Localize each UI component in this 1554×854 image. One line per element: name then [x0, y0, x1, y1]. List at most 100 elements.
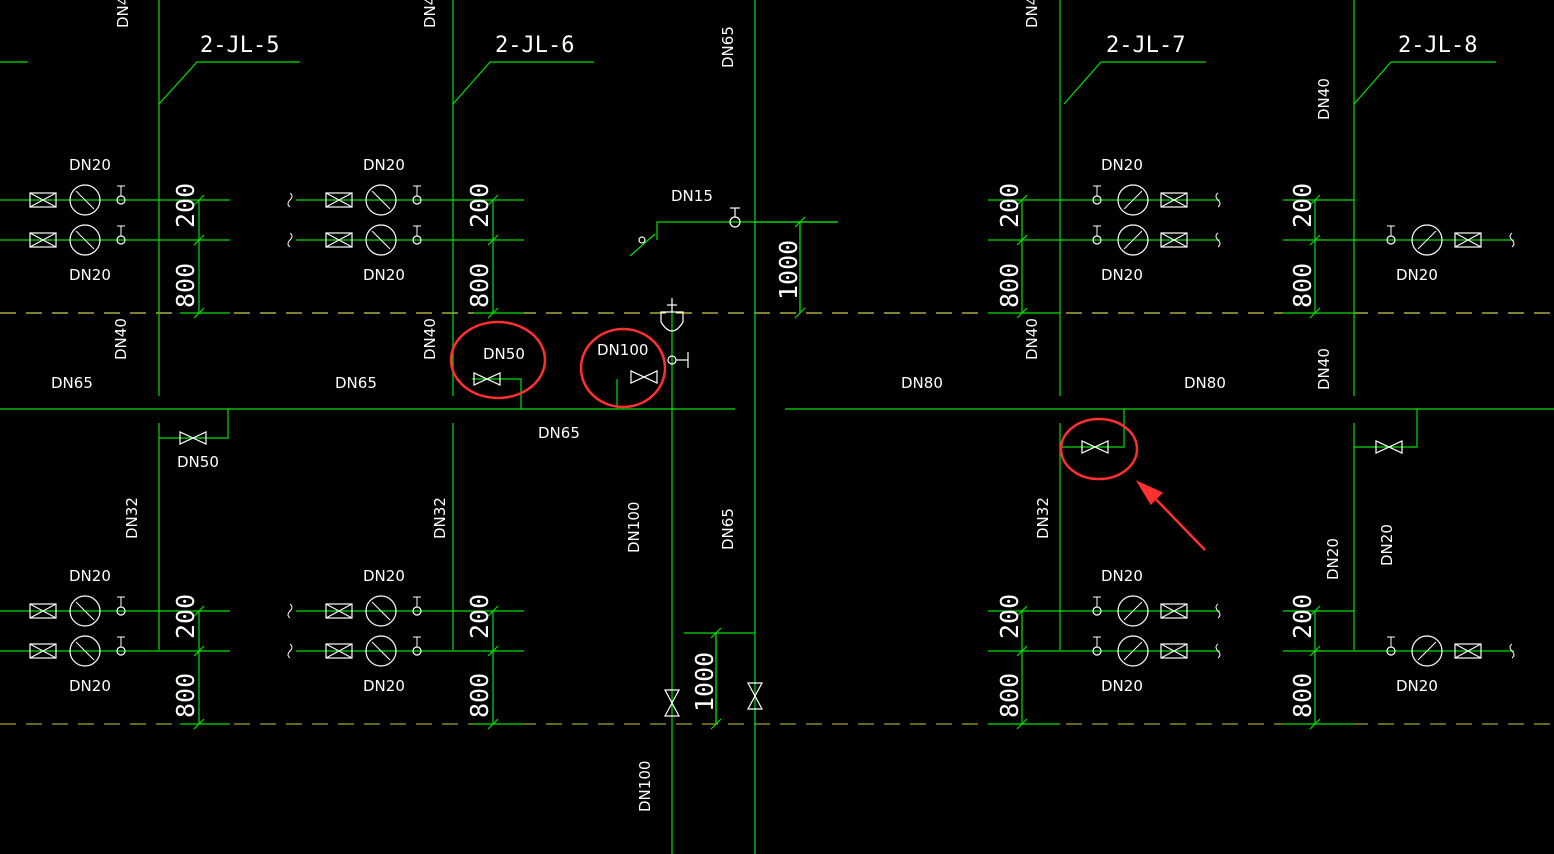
pipe-size-label: DN65 [719, 508, 737, 550]
pipe-size-label: DN20 [1324, 538, 1342, 580]
break-icon [1509, 643, 1515, 659]
break-icon [287, 643, 293, 659]
dim-tick [1016, 605, 1028, 617]
dimension-label: 800 [171, 263, 200, 308]
highlight-circle [579, 327, 667, 409]
meter-icon [1160, 643, 1188, 659]
meter-icon [29, 643, 57, 659]
dim-tick [1016, 645, 1028, 657]
pipe-size-label: DN32 [431, 497, 449, 539]
pipe-size-label: DN15 [671, 187, 713, 205]
dimension-label: 200 [1288, 183, 1317, 228]
pipe-size-label: DN80 [901, 374, 943, 392]
dim-tick [1309, 194, 1321, 206]
pipe-size-label: DN20 [1378, 524, 1396, 566]
pipe-size-label: DN32 [1034, 497, 1052, 539]
dim-tick [794, 307, 806, 319]
pipe-size-label: DN40 [421, 318, 439, 360]
break-icon [1215, 643, 1221, 659]
dimension-marks [180, 194, 1354, 730]
break-icon [287, 192, 293, 208]
pipe-size-label: DN4 [421, 0, 439, 28]
gauge-icon [1117, 595, 1149, 627]
riser-tag: 2-JL-7 [1106, 33, 1185, 58]
pipe-size-label: DN20 [69, 567, 111, 585]
dimension-label: 200 [1288, 594, 1317, 639]
pipe-size-label: DN65 [335, 374, 377, 392]
meter-icon [1160, 192, 1188, 208]
break-icon [1509, 232, 1515, 248]
text-labels: 2-JL-5 2-JL-6 2-JL-7 2-JL-8 DN20 DN20 DN… [51, 0, 1477, 812]
dim-tick [487, 645, 499, 657]
dim-tick [794, 216, 806, 228]
pipe-size-label: DN20 [1101, 677, 1143, 695]
dimension-label: 800 [995, 263, 1024, 308]
break-icon [1215, 603, 1221, 619]
meter-icon [325, 192, 353, 208]
valve-icon [179, 431, 207, 445]
meter-icon [325, 603, 353, 619]
dimension-label: 1000 [774, 240, 803, 300]
valve-icon [746, 682, 764, 710]
pipe-size-label: DN80 [1184, 374, 1226, 392]
dim-tick [487, 605, 499, 617]
pipe-size-label: DN40 [1315, 348, 1333, 390]
gauge-icon [1411, 635, 1443, 667]
pipe-size-label: DN65 [719, 26, 737, 68]
dim-tick [193, 645, 205, 657]
break-icon [1215, 232, 1221, 248]
break-icon [287, 603, 293, 619]
dim-tick [710, 718, 722, 730]
pipe-size-label: DN32 [123, 497, 141, 539]
pipe-size-label: DN20 [1101, 567, 1143, 585]
dim-tick [1016, 234, 1028, 246]
pipe-size-label: DN20 [1101, 156, 1143, 174]
dimension-label: 800 [465, 673, 494, 718]
dim-tick [487, 194, 499, 206]
pipe-size-label: DN65 [51, 374, 93, 392]
valve-icon [473, 372, 501, 386]
riser-tag: 2-JL-8 [1398, 33, 1477, 58]
gauge-icon [365, 635, 397, 667]
meter-icon [325, 643, 353, 659]
dim-tick [487, 234, 499, 246]
valve-icon [1375, 440, 1403, 454]
gauge-icon [69, 635, 101, 667]
dimension-label: 200 [995, 183, 1024, 228]
gauge-icon [365, 595, 397, 627]
gate-valves [179, 207, 1403, 717]
pipe-size-label: DN50 [483, 345, 525, 363]
dimension-label: 800 [465, 263, 494, 308]
dimension-label: 200 [171, 183, 200, 228]
dim-tick [193, 605, 205, 617]
dimension-label: 1000 [690, 652, 719, 712]
pipe-size-label: DN20 [69, 266, 111, 284]
pipe-size-label: DN4 [114, 0, 132, 28]
gauge-icon [1117, 635, 1149, 667]
dimension-label: 800 [171, 673, 200, 718]
highlight-circle [449, 320, 547, 400]
gauge-icon [365, 224, 397, 256]
dim-tick [193, 234, 205, 246]
riser-tag: 2-JL-5 [200, 33, 279, 58]
dim-tick [1309, 234, 1321, 246]
pipe-size-label: DN20 [363, 156, 405, 174]
pipe-size-label: DN20 [363, 567, 405, 585]
highlight-circle [1059, 417, 1139, 481]
tank-icon [660, 298, 689, 368]
pipe-size-label: DN20 [1396, 266, 1438, 284]
dimension-label: 800 [1288, 673, 1317, 718]
pipe-size-label: DN50 [177, 453, 219, 471]
pipe-size-label: DN100 [636, 761, 654, 812]
dim-tick [1309, 645, 1321, 657]
meter-icon [1160, 603, 1188, 619]
dim-tick [1016, 194, 1028, 206]
dimension-label: 200 [995, 594, 1024, 639]
gauge-icon [365, 184, 397, 216]
dimension-label: 200 [465, 183, 494, 228]
dim-tick [1309, 605, 1321, 617]
pipe-size-label: DN40 [1315, 78, 1333, 120]
break-icon [1215, 192, 1221, 208]
meter-icon [29, 603, 57, 619]
